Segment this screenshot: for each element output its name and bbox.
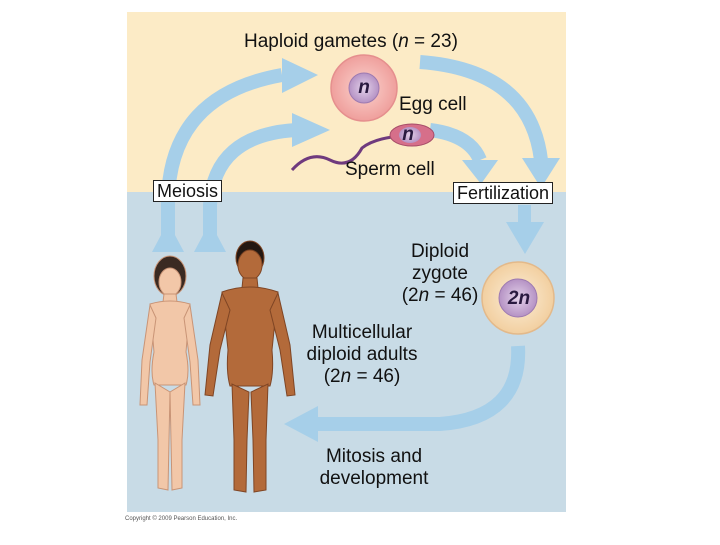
adults-label-line3: (2n = 46) [323, 366, 401, 387]
fertilization-label: Fertilization [453, 182, 554, 204]
zygote-nucleus [498, 278, 538, 318]
zygote-label-line1: Diploid [410, 241, 470, 262]
fertilization-stem [518, 205, 531, 223]
zygote-nucleus-label: 2n [507, 288, 531, 309]
mitosis-label-line2: development [319, 468, 429, 489]
fertilization-arrowhead-inner [462, 160, 498, 184]
sperm-tail [290, 135, 393, 172]
adults-label-line1: Multicellular [311, 322, 413, 343]
mitosis-label: Mitosis and development [310, 446, 438, 490]
fertilization-arrow-inner [428, 123, 487, 164]
mitosis-arrowhead [284, 406, 318, 442]
zygote-label-line3: (2n = 46) [401, 285, 479, 306]
meiosis-arrowhead-inner [292, 113, 330, 147]
woman-figure [139, 255, 201, 491]
zygote-label-line2: zygote [412, 263, 468, 284]
zygote-arrowhead [506, 222, 544, 254]
egg-cell-label: Egg cell [399, 94, 467, 115]
fertilization-arrowhead-outer [522, 158, 560, 188]
zygote-label: Diploid zygote (2n = 46) [390, 241, 490, 307]
meiosis-label: Meiosis [153, 180, 223, 202]
adults-label: Multicellular diploid adults (2n = 46) [293, 322, 431, 388]
egg-nucleus-label: n [358, 77, 370, 98]
copyright-note: Copyright © 2009 Pearson Education, Inc. [125, 516, 238, 522]
meiosis-arrowhead-outer [282, 58, 318, 93]
sperm-cell [290, 123, 435, 172]
egg-nucleus [348, 72, 380, 104]
man-figure [204, 240, 296, 493]
haploid-gametes-text: Haploid gametes (n = 23) [244, 31, 458, 52]
egg-cell [330, 54, 398, 122]
meiosis-up-arrowhead-left [152, 222, 184, 252]
mitosis-label-line1: Mitosis and [325, 446, 423, 467]
fertilization-arrow-outer [419, 55, 548, 161]
mitosis-arrow [318, 345, 526, 431]
meiosis-up-arrowhead-right [194, 222, 226, 252]
zygote-cell [481, 261, 555, 335]
haploid-gametes-title: Haploid gametes (n = 23) [244, 31, 458, 53]
sperm-nucleus-label: n [402, 124, 414, 145]
sperm-cell-label: Sperm cell [345, 159, 435, 180]
adults-label-line2: diploid adults [306, 344, 418, 365]
sperm-nucleus [399, 127, 421, 143]
